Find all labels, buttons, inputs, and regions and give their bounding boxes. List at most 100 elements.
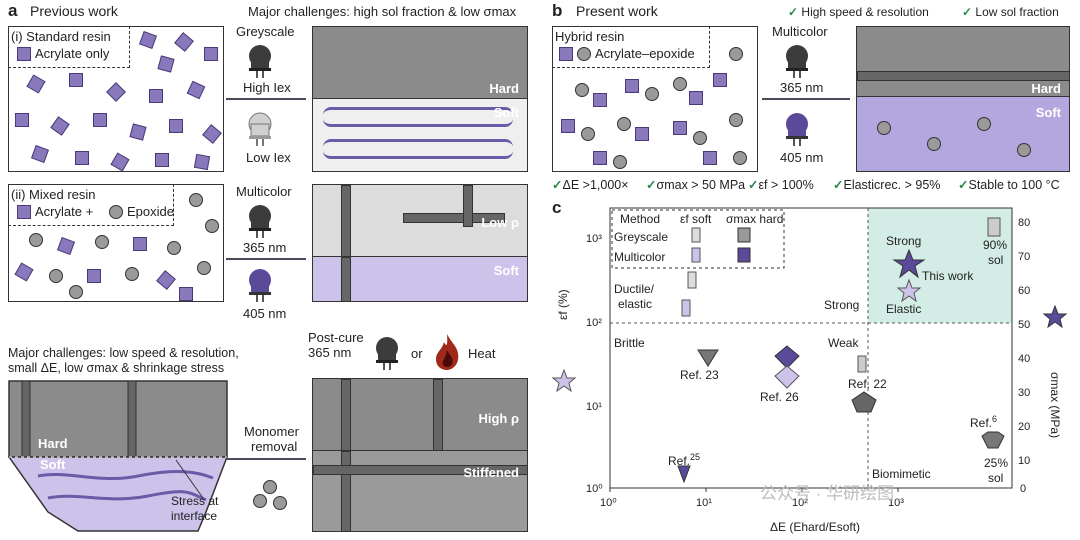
flame-icon xyxy=(436,334,459,370)
or-label: or xyxy=(411,346,423,361)
soft-network-multicolor: Soft xyxy=(312,256,528,302)
ann-strong2: Strong xyxy=(824,298,860,312)
xtick-3: 10³ xyxy=(888,497,904,509)
ann-elastic: Elastic xyxy=(886,302,922,316)
monomer-label-2: removal xyxy=(251,439,298,454)
metric-3: ✓εf > 100% xyxy=(748,178,814,192)
mixed-legend-acrylate: Acrylate + xyxy=(35,204,94,219)
acrylate-icon xyxy=(17,205,31,219)
ytick-right-2: 20 xyxy=(1018,421,1031,433)
legend-method: Method xyxy=(620,212,661,226)
panel-b-letter: b xyxy=(552,1,563,20)
heat-label: Heat xyxy=(468,346,496,361)
xtick-0: 10⁰ xyxy=(600,497,617,509)
arrow-right xyxy=(762,98,850,100)
hard-network-b: Hard xyxy=(856,26,1070,98)
ytick-right-8: 80 xyxy=(1018,217,1031,229)
metric-5: ✓Stable to 100 °C xyxy=(958,178,1060,192)
multicolor-label-b: Multicolor xyxy=(772,24,828,39)
panel-a-title: Previous work xyxy=(30,3,118,19)
ann-biomimetic: Biomimetic xyxy=(872,467,931,481)
high-iex-label: High Iex xyxy=(243,80,291,95)
hybrid-resin-box: Hybrid resin Acrylate–epoxide xyxy=(552,26,758,172)
violet-lamp-icon xyxy=(786,113,808,146)
ann-ref23: Ref. 23 xyxy=(680,368,719,382)
ann-ductile-a: Ductile/ xyxy=(614,282,655,296)
watermark: 公众号 · 华研绘图 xyxy=(760,484,895,503)
light-lamp-icon xyxy=(248,112,272,146)
nm365-label-b: 365 nm xyxy=(780,80,824,95)
ytick-left-0: 10⁰ xyxy=(586,483,603,495)
metric-1: ✓ΔE >1,000× xyxy=(552,178,629,192)
ytick-right-1: 10 xyxy=(1018,455,1031,467)
xlabel: ΔE (Ehard/Esoft) xyxy=(770,520,861,534)
monomer-label-1: Monomer xyxy=(244,424,299,439)
ylabel-right: σmax (MPa) xyxy=(1048,372,1062,439)
mixed-resin-title: (ii) Mixed resin xyxy=(11,187,96,202)
legend-multicolor: Multicolor xyxy=(614,250,666,264)
violet-lamp-icon xyxy=(249,269,271,302)
greyscale-label: Greyscale xyxy=(236,24,295,39)
soft-label-b: Soft xyxy=(1035,105,1061,120)
nm405-label-b: 405 nm xyxy=(780,150,824,165)
stiffened-label: Stiffened xyxy=(463,465,519,480)
ann-ref22: Ref. 22 xyxy=(848,377,887,391)
uv-lamp-icon xyxy=(786,45,808,78)
standard-resin-box: (i) Standard resin Acrylate only xyxy=(8,26,224,172)
soft-network-b: Soft xyxy=(856,96,1070,172)
property-chart xyxy=(552,207,1068,492)
hard-network: Hard xyxy=(312,26,528,100)
ytick-right-5: 50 xyxy=(1018,319,1031,331)
panel-c-letter: c xyxy=(552,198,562,217)
stress-label-2: interface xyxy=(171,509,218,523)
ann-ref25: Ref.25 xyxy=(668,452,701,468)
ytick-right-7: 70 xyxy=(1018,251,1031,263)
ann-strong: Strong xyxy=(886,234,922,248)
acrylate-epoxide-icon xyxy=(559,47,573,61)
soft-label-multicolor: Soft xyxy=(493,263,519,278)
mixed-legend-epoxide: Epoxide xyxy=(127,204,174,219)
panel-b-title: Present work xyxy=(576,3,658,19)
challenge-bottom-1: Major challenges: low speed & resolution… xyxy=(8,346,239,360)
soft-label: Soft xyxy=(493,105,519,120)
challenge-bottom-2: small ΔE, low σmax & shrinkage stress xyxy=(8,361,225,375)
ylabel-left: εf (%) xyxy=(556,289,570,320)
check-speed: ✓ High speed & resolution xyxy=(788,5,929,19)
legend-greyscale: Greyscale xyxy=(614,230,669,244)
ann-ductile-b: elastic xyxy=(618,297,653,311)
low-iex-label: Low Iex xyxy=(246,150,291,165)
soft-network: Soft xyxy=(312,98,528,172)
standard-resin-legend-label: Acrylate only xyxy=(35,46,110,61)
xtick-2: 10² xyxy=(792,497,808,509)
hard-label-bottom: Hard xyxy=(38,436,68,451)
ann-weak: Weak xyxy=(828,336,859,350)
standard-resin-title: (i) Standard resin xyxy=(11,29,111,44)
arrow-right xyxy=(226,98,306,100)
challenge-top: Major challenges: high sol fraction & lo… xyxy=(248,4,517,19)
high-rho-label: High ρ xyxy=(478,411,519,426)
stress-label-1: Stress at xyxy=(171,494,219,508)
ann-brittle: Brittle xyxy=(614,336,645,350)
ytick-right-6: 60 xyxy=(1018,285,1031,297)
hybrid-legend: Acrylate–epoxide xyxy=(595,46,695,61)
ann-sol90-a: 90% xyxy=(983,238,1008,252)
legend-sigma: σmax hard xyxy=(726,212,784,226)
stiffened-network: Stiffened xyxy=(312,450,528,532)
arrow-right xyxy=(226,258,306,260)
ytick-left-1: 10¹ xyxy=(586,401,602,413)
ytick-right-4: 40 xyxy=(1018,353,1031,365)
uv-lamp-icon xyxy=(249,205,271,238)
postcure-label: Post-cure xyxy=(308,330,364,345)
dark-lamp-icon xyxy=(249,45,271,78)
ytick-left-3: 10³ xyxy=(586,233,602,245)
postcure-lamp-icon xyxy=(376,337,398,370)
metric-2: ✓σmax > 50 MPa xyxy=(646,178,746,192)
low-rho-label: Low ρ xyxy=(481,215,519,230)
nm405-label-a: 405 nm xyxy=(243,306,287,321)
ann-sol25-b: sol xyxy=(988,471,1004,485)
panel-a-letter: a xyxy=(8,1,18,20)
check-sol: ✓ Low sol fraction xyxy=(962,5,1059,19)
legend-eps: εf soft xyxy=(680,212,712,226)
hard-label-b: Hard xyxy=(1031,81,1061,96)
soft-label-bottom: Soft xyxy=(40,457,66,472)
